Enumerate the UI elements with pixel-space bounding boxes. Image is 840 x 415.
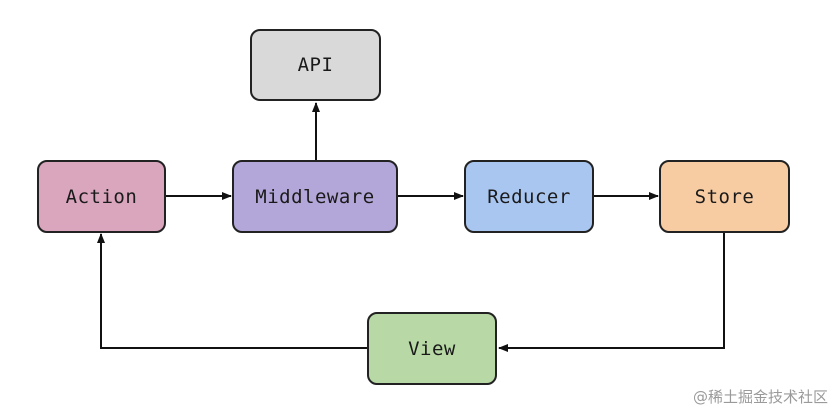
action-node: Action (37, 160, 166, 233)
edge-store-to-view (498, 232, 725, 352)
store-node: Store (659, 160, 790, 233)
api-node: API (250, 29, 381, 101)
middleware-node: Middleware (232, 160, 398, 233)
watermark-text: @稀土掘金技术社区 (692, 388, 828, 406)
view-node: View (367, 312, 497, 385)
edge-view-to-action (97, 233, 367, 349)
reducer-node: Reducer (464, 160, 594, 233)
